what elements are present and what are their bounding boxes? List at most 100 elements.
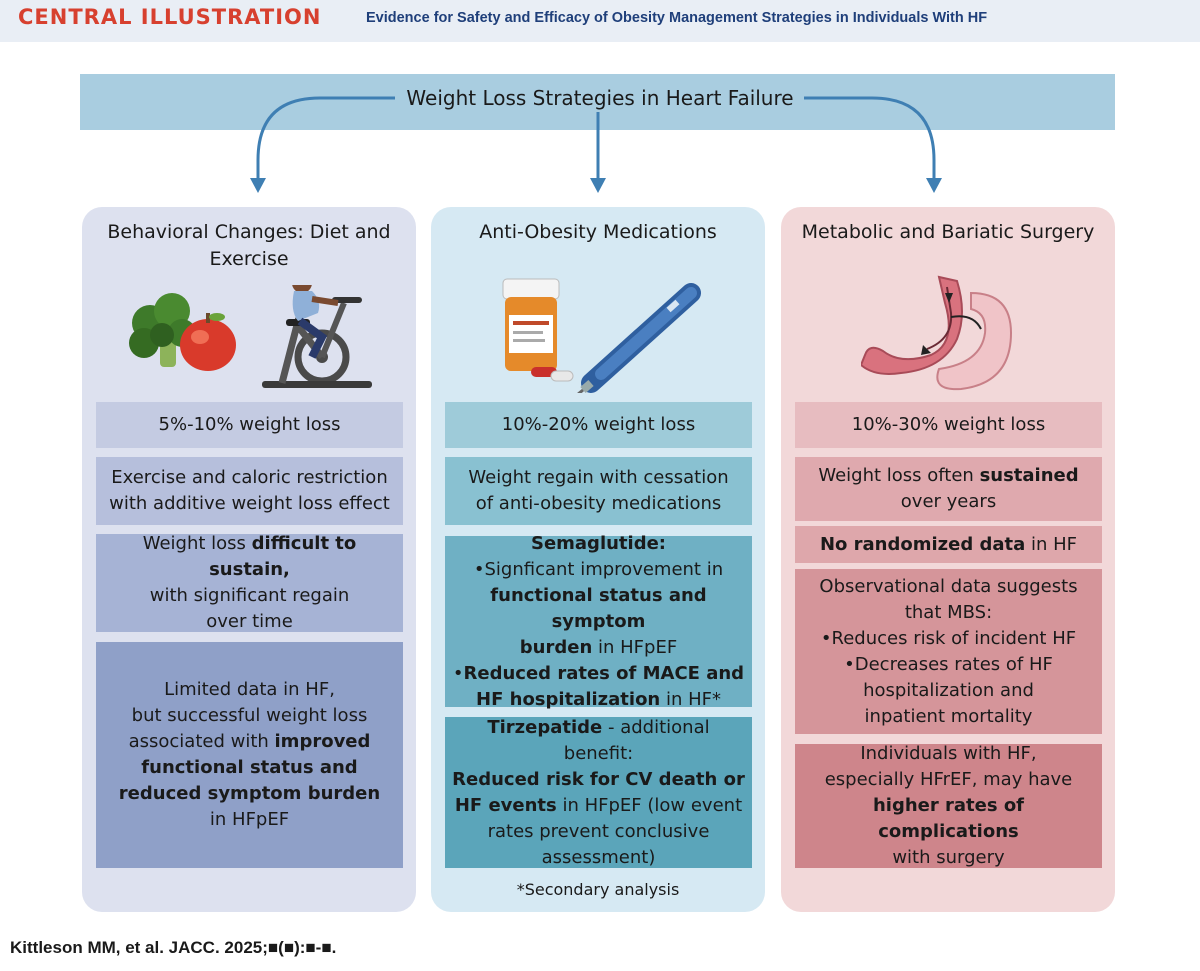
box-line: Exercise and caloric restriction	[111, 467, 388, 488]
bullet-line: •Reduces risk of incident HF	[820, 627, 1077, 649]
text-span: Weight loss often	[818, 465, 980, 486]
bold-line: functional status and symptom	[490, 584, 707, 632]
box-line: assessment)	[541, 846, 656, 868]
box-line: Weight loss often sustained	[818, 463, 1078, 489]
arrowhead-right	[926, 178, 942, 193]
box-line: HF events in HFpEF (low event	[455, 793, 742, 819]
text-span: Reduces risk of incident HF	[831, 627, 1077, 649]
weight-loss-range-behavioral: 5%-10% weight loss	[96, 402, 403, 448]
secondary-analysis-footnote: *Secondary analysis	[516, 880, 680, 899]
central-illustration-label: CENTRAL ILLUSTRATION	[18, 5, 322, 29]
bold-span: HF events	[454, 794, 557, 816]
arrowhead-left	[250, 178, 266, 193]
bold-line: functional status and	[141, 757, 358, 778]
box-line: that MBS:	[904, 601, 993, 623]
box-line: especially HFrEF, may have	[824, 769, 1073, 790]
box-line: but successful weight loss	[131, 705, 368, 726]
limited-data-box: Limited data in HF, but successful weigh…	[96, 642, 403, 868]
box-line: in HFpEF	[209, 809, 290, 830]
box-line: Weight loss difficult to sustain,	[102, 531, 397, 583]
title-line: Diet and Exercise	[209, 221, 391, 270]
bold-span: No randomized data	[819, 533, 1026, 555]
title-line: Surgery	[1019, 221, 1095, 243]
box-text: 10%-20% weight loss	[501, 414, 696, 435]
exercise-bike-icon	[262, 285, 372, 388]
additive-effect-box: Exercise and caloric restriction with ad…	[96, 457, 403, 525]
diet-exercise-illustration	[129, 285, 372, 388]
box-line: of anti-obesity medications	[475, 493, 722, 514]
broccoli-icon	[129, 293, 196, 367]
regain-box: Weight loss difficult to sustain, with s…	[96, 531, 403, 632]
column-medications: Anti-Obesity Medications 10%-20% weight …	[431, 207, 765, 912]
bold-span: burden	[519, 636, 593, 658]
box-line: associated with improved	[129, 729, 371, 755]
bold-span: HF hospitalization	[476, 688, 661, 710]
box-line: No randomized data in HF	[820, 532, 1077, 558]
title-line: Behavioral Changes:	[107, 221, 304, 243]
apple-icon	[180, 313, 236, 371]
column-title-behavioral: Behavioral Changes: Diet and Exercise	[82, 219, 416, 273]
column-behavioral: Behavioral Changes: Diet and Exercise	[82, 207, 416, 912]
arrow-left	[256, 96, 395, 180]
medication-illustration	[502, 278, 701, 393]
box-line: Individuals with HF,	[860, 743, 1037, 764]
column-surgery: Metabolic and Bariatic Surgery 10%-30% w…	[781, 207, 1115, 912]
text-span: Signficant improvement in	[484, 558, 724, 580]
box-line: with surgery	[892, 847, 1005, 868]
sustained-box: Weight loss often sustained over years	[795, 457, 1102, 521]
pill-bottle-icon	[502, 278, 574, 382]
semaglutide-box: Semaglutide: •Signficant improvement in …	[445, 533, 752, 710]
bold-span: Reduced rates of MACE and	[463, 662, 745, 684]
title-line: Metabolic and Bariatic	[801, 221, 1014, 243]
drug-heading: Semaglutide:	[530, 532, 666, 554]
text-span: - additional benefit:	[563, 716, 710, 764]
bold-line: higher rates of complications	[872, 795, 1025, 842]
box-text: 5%-10% weight loss	[158, 414, 341, 435]
text-span: Weight loss	[142, 533, 252, 554]
text-span: Decreases rates of HF	[854, 653, 1053, 675]
figure-title: Evidence for Safety and Efficacy of Obes…	[366, 10, 988, 26]
complications-box: Individuals with HF, especially HFrEF, m…	[795, 743, 1102, 868]
text-span: in HF*	[660, 688, 721, 710]
box-line: rates prevent conclusive	[487, 820, 710, 842]
citation: Kittleson MM, et al. JACC. 2025;■(■):■-■…	[10, 938, 337, 957]
text-span: in HFpEF	[592, 636, 678, 658]
box-line: Limited data in HF,	[164, 679, 335, 700]
bold-line: reduced symptom burden	[118, 783, 381, 804]
box-line: over years	[900, 491, 997, 512]
banner-text-wrap: Weight Loss Strategies in Heart Failure	[0, 86, 1200, 110]
bullet-line: •Signficant improvement in	[473, 558, 724, 580]
box-line: with additive weight loss effect	[109, 493, 390, 514]
box-line: Weight regain with cessation	[468, 467, 729, 488]
title-line: Anti-Obesity	[479, 221, 597, 243]
observational-data-box: Observational data suggests that MBS: •R…	[795, 569, 1102, 734]
surgery-illustration	[861, 275, 1013, 391]
arrowhead-center	[590, 178, 606, 193]
text-span: in HFpEF (low event	[556, 794, 743, 816]
box-line: hospitalization and	[863, 679, 1034, 701]
no-randomized-data-box: No randomized data in HF	[795, 526, 1102, 563]
box-line: over time	[206, 611, 293, 632]
column-title-medications: Anti-Obesity Medications	[431, 219, 765, 246]
bold-span: improved	[274, 731, 371, 752]
box-line: Observational data suggests	[819, 575, 1078, 597]
box-line: Tirzepatide - additional benefit:	[451, 715, 746, 767]
bullet-line: •Decreases rates of HF	[844, 653, 1053, 675]
injection-pen-icon	[577, 283, 701, 393]
text-span: associated with	[128, 731, 275, 752]
box-line: burden in HFpEF	[520, 635, 677, 661]
drug-heading: Tirzepatide	[487, 716, 603, 738]
banner-title: Weight Loss Strategies in Heart Failure	[396, 86, 804, 110]
title-line: Medications	[602, 221, 717, 243]
box-line: HF hospitalization in HF*	[476, 687, 721, 713]
box-text: 10%-30% weight loss	[851, 414, 1046, 435]
box-line: with significant regain	[149, 585, 350, 606]
text-span: in HF	[1025, 533, 1078, 555]
arrow-right	[796, 96, 936, 180]
header-bar	[0, 0, 1200, 42]
tirzepatide-box: Tirzepatide - additional benefit: Reduce…	[445, 717, 752, 868]
weight-loss-range-surgery: 10%-30% weight loss	[795, 402, 1102, 448]
bold-span: difficult to sustain,	[209, 533, 357, 580]
weight-regain-box: Weight regain with cessation of anti-obe…	[445, 457, 752, 525]
